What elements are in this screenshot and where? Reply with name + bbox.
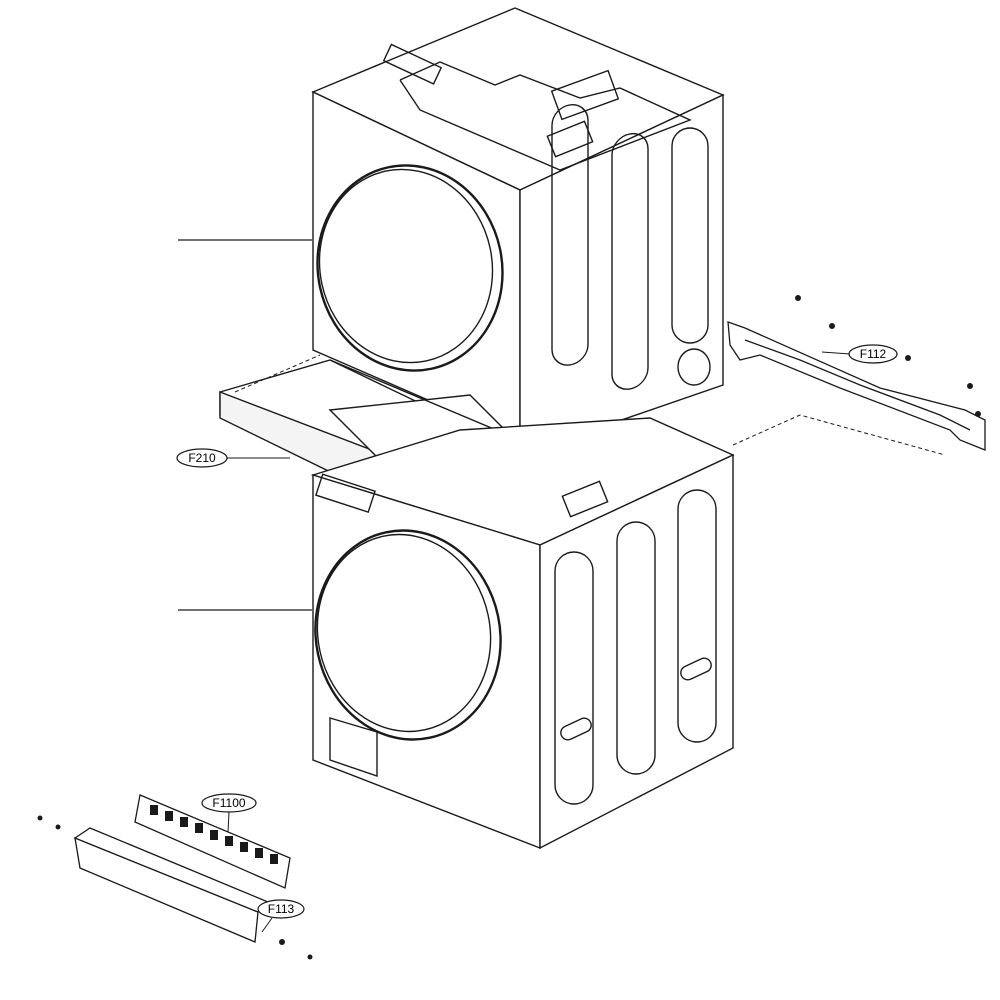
lower-side-groove-3 xyxy=(677,489,717,743)
callout-f113-bubble xyxy=(257,899,305,919)
screw-icon xyxy=(795,295,801,301)
side-bracket-detail xyxy=(744,339,971,431)
upper-side-groove-2 xyxy=(611,132,649,390)
grille-slots xyxy=(150,805,278,864)
lower-handle-slot-1 xyxy=(560,717,592,741)
upper-side-port xyxy=(677,348,711,386)
callout-f1100-label: F1100 xyxy=(212,796,245,810)
lower-side-groove-2 xyxy=(616,521,656,775)
screw-icon xyxy=(307,954,313,960)
lower-unit-handle xyxy=(315,473,376,513)
screw-icon xyxy=(829,323,835,329)
grille-panel-body xyxy=(134,794,291,889)
upper-top-latch xyxy=(382,43,443,85)
callout-f113: F113 xyxy=(257,899,305,933)
side-bracket xyxy=(727,321,986,451)
side-bracket-body xyxy=(727,321,986,451)
screw-icon xyxy=(279,939,285,945)
callout-f112-label: F112 xyxy=(860,347,887,361)
kick-plate-screws xyxy=(37,815,313,960)
callout-f210: F210 xyxy=(176,448,290,468)
callout-f113-leader xyxy=(261,917,273,933)
upper-unit xyxy=(311,7,725,456)
callout-f112-leader xyxy=(821,351,851,355)
screw-icon xyxy=(905,355,911,361)
callout-f1100: F1100 xyxy=(201,793,257,833)
upper-top-recess-1 xyxy=(399,61,692,171)
lower-unit-door xyxy=(314,529,502,741)
lower-handle-slot-2 xyxy=(680,657,712,681)
screw-icon xyxy=(37,815,43,821)
upper-unit-door-inner xyxy=(318,168,494,364)
lower-top-block xyxy=(561,480,609,518)
upper-side-groove-3 xyxy=(671,127,709,344)
upper-unit-door xyxy=(316,164,504,372)
kick-plate xyxy=(73,827,270,943)
shelf-dash-guide xyxy=(234,354,321,393)
bracket-dash-guide xyxy=(732,414,946,456)
lower-side-groove-1 xyxy=(554,551,594,805)
upper-top-logo-box xyxy=(550,69,620,121)
callout-f1100-bubble xyxy=(201,793,257,813)
upper-side-groove-1 xyxy=(551,104,589,366)
bottom-grille-panel xyxy=(134,794,291,889)
callout-f112: F112 xyxy=(821,344,898,364)
lower-unit xyxy=(310,417,735,850)
callout-f113-label: F113 xyxy=(268,902,295,916)
lower-unit-door-inner xyxy=(316,533,492,733)
callout-f112-bubble xyxy=(848,344,898,364)
bracket-screws xyxy=(795,295,981,417)
screw-icon xyxy=(55,824,61,830)
callout-f210-bubble xyxy=(176,448,228,468)
lower-service-panel xyxy=(329,717,378,777)
lower-unit-side-face xyxy=(539,453,734,850)
callout-f210-label: F210 xyxy=(188,451,216,465)
callout-f1100-leader xyxy=(227,811,230,833)
screw-icon xyxy=(967,383,973,389)
screw-icon xyxy=(975,411,981,417)
